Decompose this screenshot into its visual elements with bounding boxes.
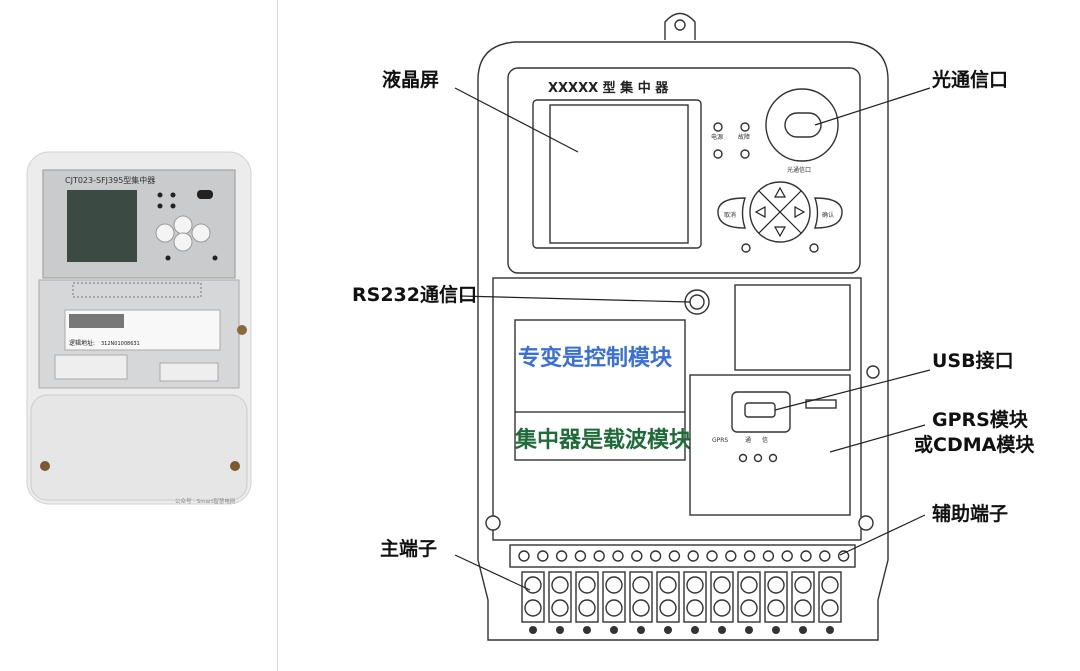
cancel-label: 取消 bbox=[724, 211, 736, 219]
power-led-label: 电源 bbox=[711, 133, 723, 141]
aux-terminal-screw bbox=[781, 550, 793, 562]
confirm-label: 确认 bbox=[822, 211, 834, 219]
left-arrow-icon bbox=[754, 205, 766, 219]
aux-terminal-screw bbox=[593, 550, 605, 562]
aux-terminal-screw bbox=[800, 550, 812, 562]
signal-label: 信 bbox=[762, 436, 768, 444]
aux-terminal-screw bbox=[725, 550, 737, 562]
aux-terminal-screw bbox=[518, 550, 530, 562]
divider bbox=[277, 0, 278, 671]
aux-terminal-screw bbox=[668, 550, 681, 562]
confirm-button bbox=[814, 197, 843, 229]
keypad: 取消 确认 bbox=[717, 181, 843, 243]
callout-usb: USB接口 bbox=[932, 350, 1014, 372]
aux-terminal-screw bbox=[612, 550, 624, 562]
cancel-button bbox=[717, 197, 746, 229]
aux-terminal-screw bbox=[706, 550, 718, 562]
aux-terminal-screw bbox=[574, 550, 587, 562]
comm-label: 通 bbox=[745, 436, 751, 444]
fault-led bbox=[740, 122, 750, 132]
fault-led-label: 故障 bbox=[738, 133, 750, 141]
aux-terminal-screw bbox=[631, 550, 643, 562]
callout-gprs-2: 或CDMA模块 bbox=[914, 433, 1035, 456]
callout-aux-terminal: 辅助端子 bbox=[932, 502, 1008, 525]
aux-terminal-screw bbox=[819, 550, 831, 562]
control-module-text: 专变是控制模块 bbox=[518, 345, 673, 371]
right-arrow-icon bbox=[794, 205, 806, 219]
model-text: CJT023-SFJ395型集中器 bbox=[65, 175, 155, 185]
device-title: XXXXX 型 集 中 器 bbox=[548, 80, 669, 96]
optical-port-label: 光通信口 bbox=[787, 166, 811, 174]
up-arrow-icon bbox=[773, 186, 787, 198]
callout-main-terminal: 主端子 bbox=[380, 537, 437, 560]
battery-cover bbox=[734, 284, 851, 371]
photo-lcd bbox=[67, 190, 137, 262]
callout-lcd: 液晶屏 bbox=[382, 68, 439, 91]
aux-terminal-screw bbox=[537, 550, 549, 562]
power-led bbox=[713, 122, 723, 132]
aux-terminal-screw bbox=[837, 550, 850, 562]
gprs-label: GPRS bbox=[712, 437, 728, 444]
aux-terminal-screw bbox=[649, 550, 662, 562]
module-box bbox=[514, 319, 686, 461]
down-arrow-icon bbox=[773, 226, 787, 238]
aux-terminal-screw bbox=[687, 550, 699, 562]
callout-gprs-1: GPRS模块 bbox=[932, 408, 1029, 431]
concentrator-photo: CJT023-SFJ395型集中器 逻辑地址: 312N01008631 公众号… bbox=[25, 150, 253, 506]
carrier-module-text: 集中器是载波模块 bbox=[514, 427, 692, 453]
address-label: 逻辑地址: bbox=[69, 339, 95, 347]
address-value: 312N01008631 bbox=[101, 341, 140, 347]
lcd-screen bbox=[549, 104, 689, 244]
aux-terminal-screw bbox=[762, 550, 775, 562]
callout-rs232: RS232通信口 bbox=[352, 283, 477, 306]
callout-optical: 光通信口 bbox=[931, 68, 1008, 91]
watermark: 公众号 · Smart智慧电网 bbox=[175, 497, 236, 505]
aux-terminal-screw bbox=[555, 550, 568, 562]
terminal-strip bbox=[509, 544, 856, 634]
usb-port bbox=[744, 402, 776, 418]
aux-terminal-screw bbox=[743, 550, 756, 562]
